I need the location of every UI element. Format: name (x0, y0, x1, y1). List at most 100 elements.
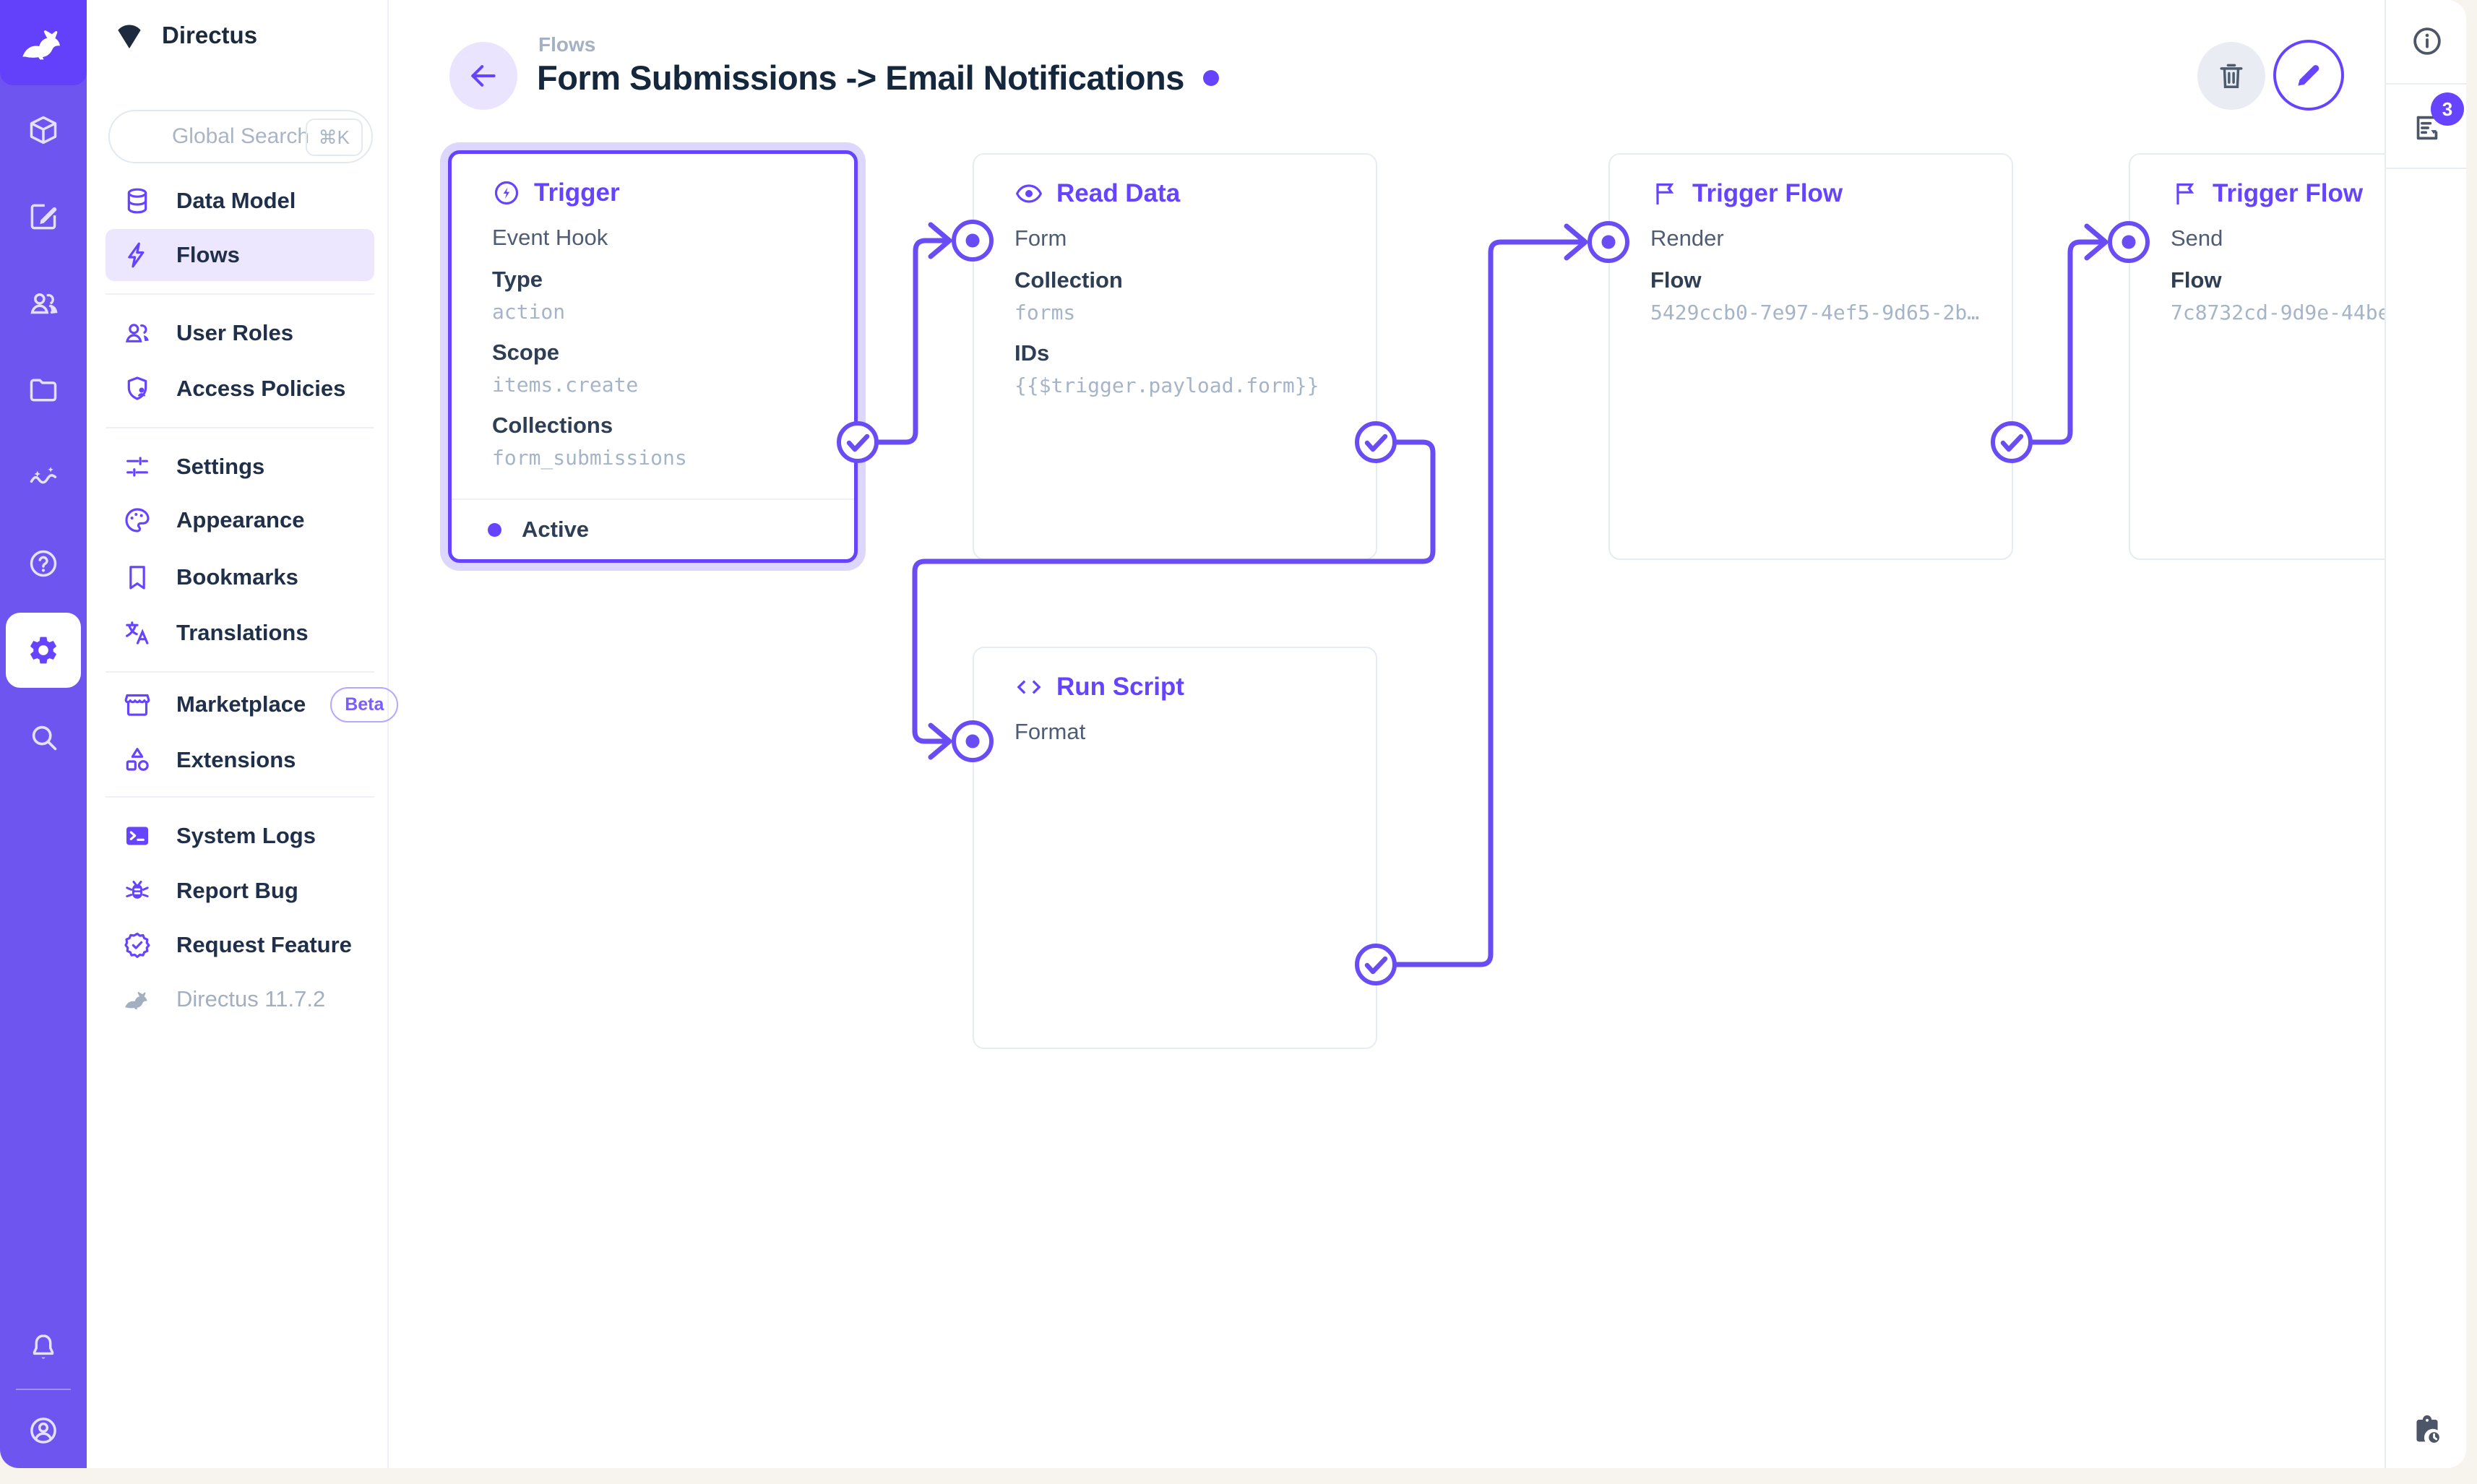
field-value: form_submissions (492, 446, 687, 470)
right-sidebar-divider (2386, 168, 2466, 169)
module-content[interactable] (0, 94, 87, 166)
logs-count-badge: 3 (2431, 92, 2464, 126)
directus-logo-tile[interactable] (0, 0, 87, 85)
field-label: IDs (1015, 340, 1050, 366)
seal-check-icon (124, 932, 150, 958)
card-title: Trigger (492, 178, 825, 207)
directus-rabbit-gray-icon (125, 992, 147, 1009)
revisions-button[interactable] (2386, 1391, 2466, 1468)
bolt-icon (128, 242, 145, 268)
flow-card-read-data[interactable]: Read Data Form Collection forms IDs {{$t… (973, 153, 1377, 560)
pencil-icon (2298, 65, 2319, 86)
settings-gear-icon (30, 637, 56, 664)
database-icon (127, 188, 147, 214)
sidebar-item-translations[interactable]: Translations (105, 607, 374, 659)
folder-icon (30, 379, 57, 402)
card-title-label: Read Data (1056, 179, 1181, 207)
sidebar-item-settings[interactable]: Settings (105, 441, 374, 493)
module-docs[interactable] (0, 527, 87, 600)
trash-icon (2220, 64, 2243, 88)
card-title-label: Trigger Flow (1692, 179, 1843, 207)
right-sidebar-divider (2386, 83, 2466, 85)
sidebar-version-row: Directus 11.7.2 (105, 973, 374, 1025)
global-search-input[interactable]: Global Search ⌘K (108, 110, 373, 163)
wire-trigger-to-readdata (855, 238, 949, 445)
search-placeholder: Global Search (171, 124, 310, 148)
help-circle-icon (30, 550, 57, 577)
breadcrumb[interactable]: Flows (538, 33, 596, 56)
flow-card-trigger[interactable]: Trigger Event Hook Type action Scope ite… (448, 150, 858, 563)
project-header[interactable]: Directus (113, 20, 257, 51)
field-value: 5429ccb0-7e97-4ef5-9d65-2b… (1650, 301, 1980, 324)
translate-icon (126, 621, 149, 644)
wire-render-to-send (2009, 239, 2106, 445)
bookmark-icon (129, 566, 145, 590)
field-label: Flow (2171, 267, 2222, 293)
sidebar-item-data-model[interactable]: Data Model (105, 175, 374, 227)
sidebar-item-marketplace[interactable]: Marketplace Beta (105, 678, 399, 730)
clipboard-clock-icon (2416, 1415, 2442, 1445)
search-icon (32, 725, 57, 751)
flag-icon (1656, 183, 1674, 204)
sidebar-item-appearance[interactable]: Appearance (105, 494, 374, 546)
unsaved-dot (1202, 69, 1219, 86)
shield-user-icon (127, 376, 147, 400)
module-settings-active[interactable] (6, 613, 81, 688)
operation-name: Format (1015, 719, 1086, 744)
card-title-label: Trigger Flow (2213, 179, 2364, 207)
field-label: Scope (492, 340, 560, 365)
notifications-button[interactable] (0, 1311, 87, 1384)
sidebar-item-access-policies[interactable]: Access Policies (105, 363, 374, 415)
sidebar-item-user-roles[interactable]: User Roles (105, 307, 374, 359)
arrowhead (1564, 223, 1588, 261)
module-insights[interactable] (0, 441, 87, 513)
sidebar-divider (105, 671, 374, 673)
navigation-sidebar: Directus Global Search ⌘K Data Model Flo… (87, 0, 399, 1468)
field-value: forms (1015, 301, 1076, 324)
version-label: Directus 11.7.2 (176, 986, 326, 1011)
info-icon (2413, 27, 2441, 55)
arrowhead (928, 722, 952, 760)
field-value: action (492, 300, 566, 324)
back-button[interactable] (449, 42, 517, 110)
right-sidebar: 3 (2385, 0, 2466, 1468)
status-dot (488, 522, 501, 537)
module-user-directory[interactable] (0, 267, 87, 340)
bug-icon (126, 881, 149, 899)
module-file-library[interactable] (0, 354, 87, 426)
module-bar-divider (16, 1389, 71, 1390)
sidebar-item-flows[interactable]: Flows (105, 229, 374, 281)
tune-icon (126, 457, 148, 477)
edit-flow-button[interactable] (2273, 40, 2344, 111)
module-search[interactable] (0, 701, 87, 773)
flag-icon (2176, 183, 2194, 204)
arrow-left-icon (471, 65, 496, 87)
sidebar-item-report-bug[interactable]: Report Bug (105, 865, 374, 917)
field-label: Flow (1650, 267, 1702, 293)
field-label: Collections (492, 413, 613, 438)
project-name: Directus (162, 22, 258, 48)
delete-flow-button[interactable] (2197, 42, 2265, 110)
field-value: 7c8732cd-9d9e-44be (2171, 301, 2390, 324)
card-title-label: Run Script (1056, 673, 1184, 701)
sidebar-item-extensions[interactable]: Extensions (105, 734, 374, 786)
editor-pencil-icon (30, 204, 57, 230)
module-editor[interactable] (0, 181, 87, 253)
flow-card-trigger-flow-render[interactable]: Trigger Flow Render Flow 5429ccb0-7e97-4… (1608, 153, 2013, 560)
sidebar-divider (105, 427, 374, 428)
flow-card-run-script[interactable]: Run Script Format (973, 647, 1377, 1049)
operation-name: Render (1650, 225, 1724, 251)
operation-name: Send (2171, 225, 2223, 251)
page-title: Form Submissions -> Email Notifications (537, 59, 1184, 97)
account-button[interactable] (0, 1394, 87, 1467)
field-value: items.create (492, 373, 639, 397)
sidebar-item-system-logs[interactable]: System Logs (105, 810, 374, 862)
info-button[interactable] (2386, 1, 2466, 81)
arrowhead (928, 222, 952, 259)
bolt-circle-icon (494, 181, 519, 205)
sidebar-item-request-feature[interactable]: Request Feature (105, 919, 374, 971)
project-fan-icon (118, 25, 141, 49)
content-box-icon (30, 116, 57, 144)
sidebar-item-bookmarks[interactable]: Bookmarks (105, 551, 374, 603)
